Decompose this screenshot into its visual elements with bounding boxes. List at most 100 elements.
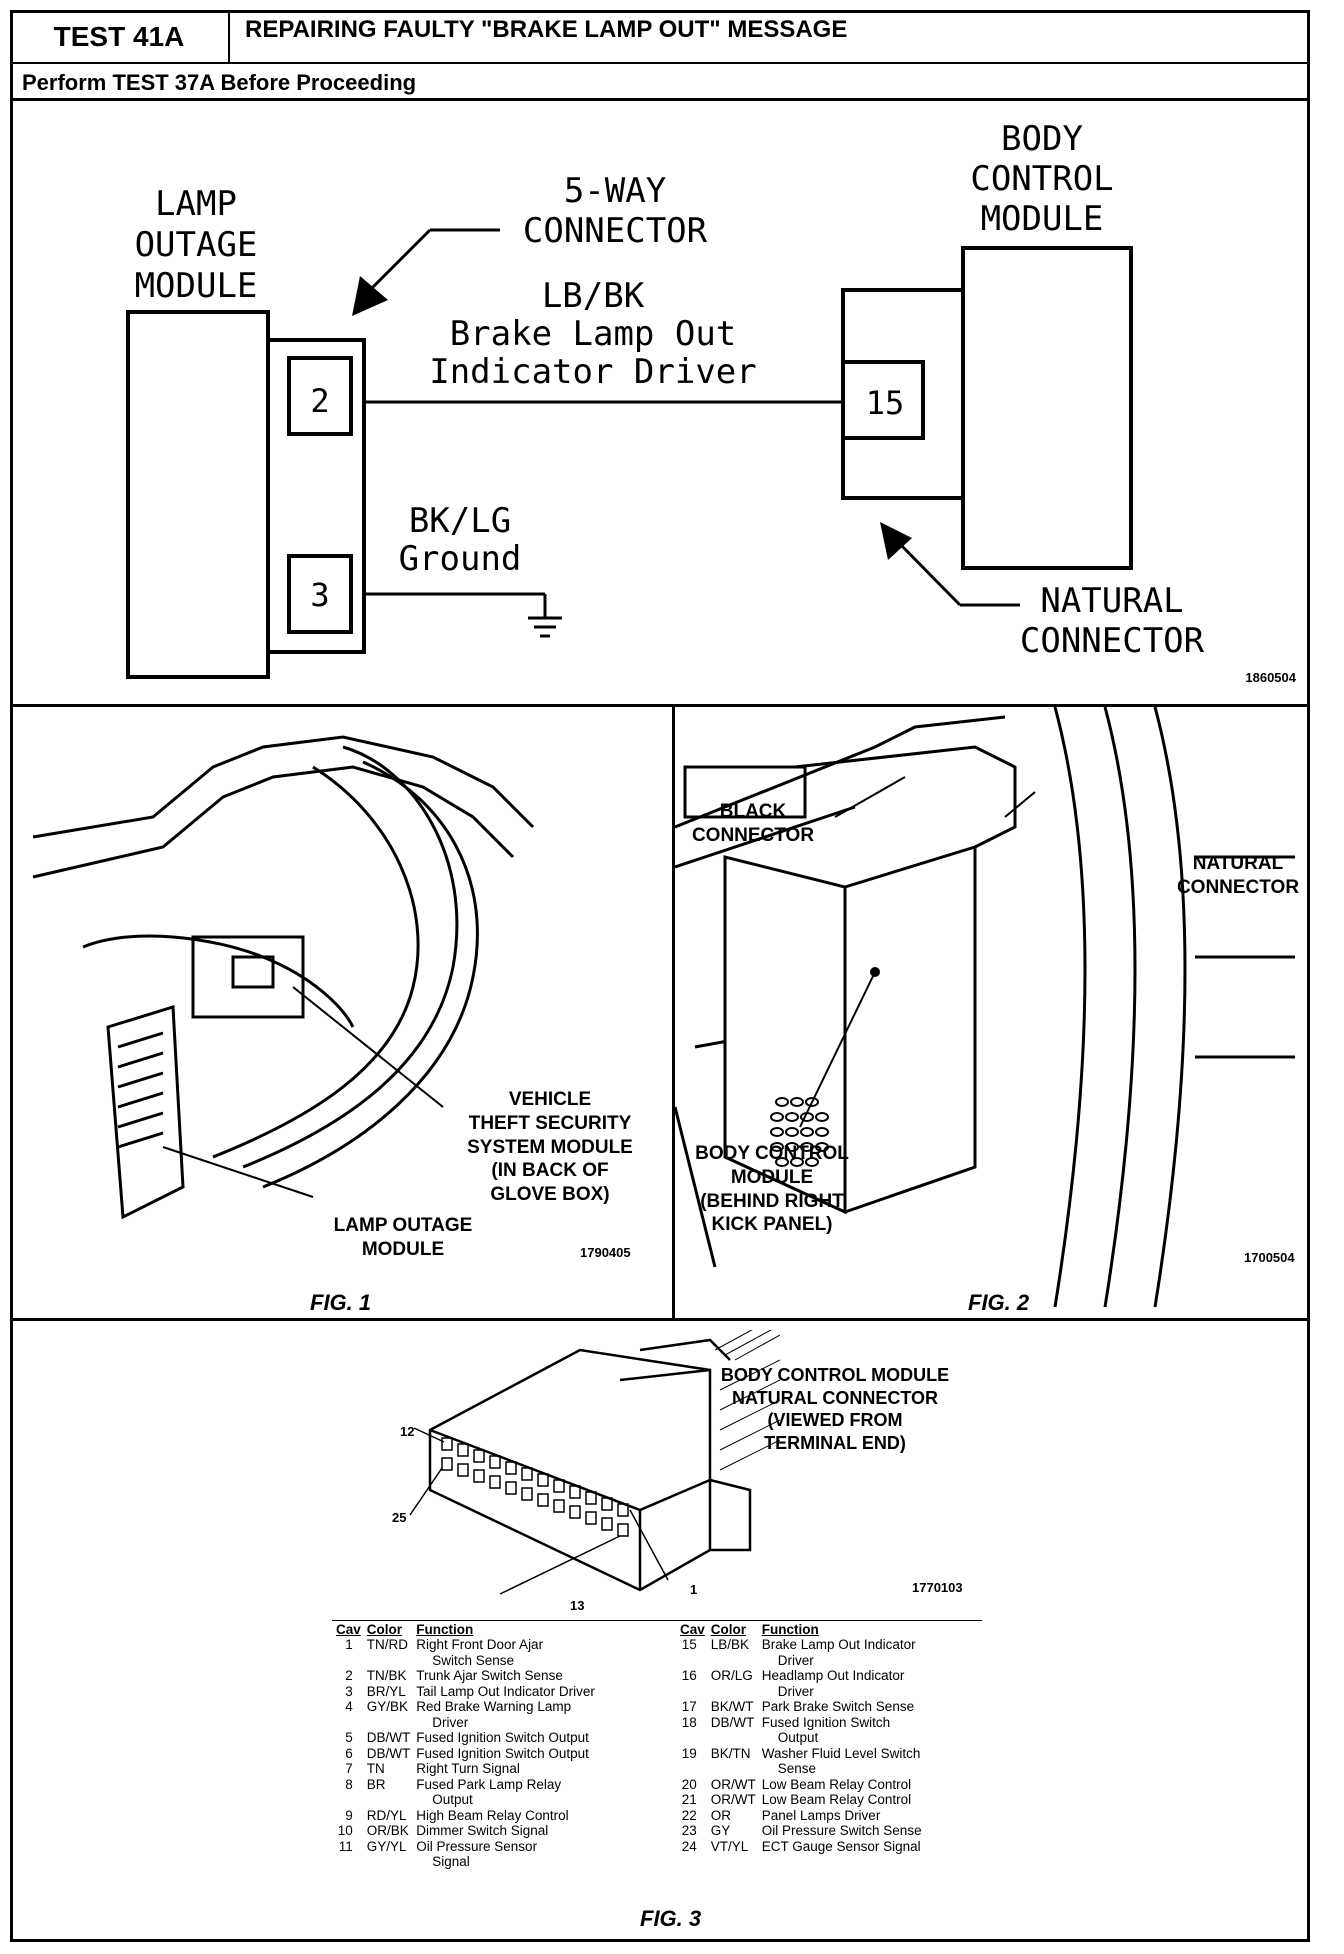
pin-function: Fused Ignition Switch Output [416,1730,601,1746]
pin-function: ECT Gauge Sensor Signal [762,1839,928,1855]
wire-color: OR [710,1807,732,1823]
cavity-number: 1 [345,1637,353,1652]
wire-color: BK/WT [710,1699,754,1715]
pin-function-line: Driver [777,1652,814,1668]
wire-function-label: Brake Lamp Out [450,314,737,354]
ground-color-label: BK/LG [409,501,511,541]
pin-function-line: Red Brake Warning Lamp [416,1699,572,1715]
svg-text:MODULE: MODULE [981,199,1104,239]
cavity-number: 18 [681,1714,697,1730]
fig1-ref: 1790405 [580,1245,631,1260]
wire-color: VT/YL [710,1838,749,1854]
wire-color: DB/WT [710,1714,755,1730]
cavity-number: 22 [681,1807,697,1823]
cavity-number: 2 [345,1668,353,1684]
wire-color: LB/BK [710,1637,750,1652]
pin-function-line: Washer Fluid Level Switch [761,1745,921,1761]
pin-function-line: Right Turn Signal [416,1761,520,1777]
wire-color-label: LB/BK [542,276,645,316]
cavity-number: 20 [681,1776,697,1792]
pin-function-line: Fused Park Lamp Relay [416,1776,562,1792]
schematic-ref: 1860504 [1245,670,1296,685]
pin-function: Park Brake Switch Sense [762,1699,928,1715]
fig2-caption: FIG. 2 [968,1290,1030,1315]
pin-function-line: Trunk Ajar Switch Sense [416,1668,563,1684]
cavity-number: 11 [338,1838,353,1854]
wire-color: BK/TN [710,1745,751,1761]
wire-color: BR/YL [366,1683,406,1699]
lamp-module-label: LAMP [155,184,237,224]
pin-13-label: 13 [570,1598,585,1613]
pin-function: Tail Lamp Out Indicator Driver [416,1684,601,1700]
fig3-connector-drawing [409,1330,780,1595]
fig2-illustration [675,707,1295,1308]
test-id: TEST 41A [10,10,230,64]
pin-function-line: Switch Sense [432,1652,515,1668]
wire-color: DB/WT [366,1730,411,1746]
wire-color: GY/YL [366,1838,407,1854]
fig1-caption: FIG. 1 [310,1290,372,1315]
pin-function-line: Park Brake Switch Sense [761,1699,915,1715]
cavity-number: 21 [681,1792,697,1808]
body-module-label: BODY [1001,119,1083,159]
pin-function: High Beam Relay Control [416,1808,601,1824]
svg-text:OUTAGE: OUTAGE [135,225,258,265]
pin-function: Fused Ignition Switch Output [416,1746,601,1762]
pin-function: Oil Pressure Switch Sense [762,1823,928,1839]
pin-12-label: 12 [400,1424,415,1439]
divider [10,98,1310,101]
ground-label: Ground [399,539,522,579]
col-cav: Cav [336,1622,361,1637]
divider [10,704,1310,707]
wire-color: OR/WT [710,1792,756,1808]
pin-function: Right Turn Signal [416,1761,601,1777]
fig1-illustration [32,735,535,1220]
wiring-schematic: 2 3 15 LAMP OUTAGE MODULE BODY CONTROL M… [126,119,1297,685]
col-function: Function [761,1622,819,1637]
page-frame [10,10,1310,1942]
cavity-number: 23 [681,1823,697,1839]
divider [10,1318,1310,1321]
wire-color: TN [366,1761,385,1777]
pin-function-line: Oil Pressure Sensor [416,1838,538,1854]
pin-function-line: Low Beam Relay Control [761,1792,912,1808]
pin-function-line: Fused Ignition Switch Output [416,1745,589,1761]
pin-function-line: Output [777,1730,819,1746]
wire-color: GY [710,1823,731,1839]
divider [672,704,675,1320]
table-rule [332,1620,982,1621]
pin-25-label: 25 [392,1510,407,1525]
pin-function-line: Oil Pressure Switch Sense [761,1823,922,1839]
arrow-head-icon [352,276,388,316]
wire-color: RD/YL [366,1807,407,1823]
col-color: Color [366,1622,403,1637]
pin-2-label: 2 [310,382,329,420]
pin-3-label: 3 [310,576,329,614]
five-way-connector-box [266,338,366,654]
col-function: Function [416,1622,474,1637]
pin-function-line: Driver [777,1683,814,1699]
cavity-number: 3 [345,1683,353,1699]
fig3-caption: FIG. 3 [640,1906,702,1931]
